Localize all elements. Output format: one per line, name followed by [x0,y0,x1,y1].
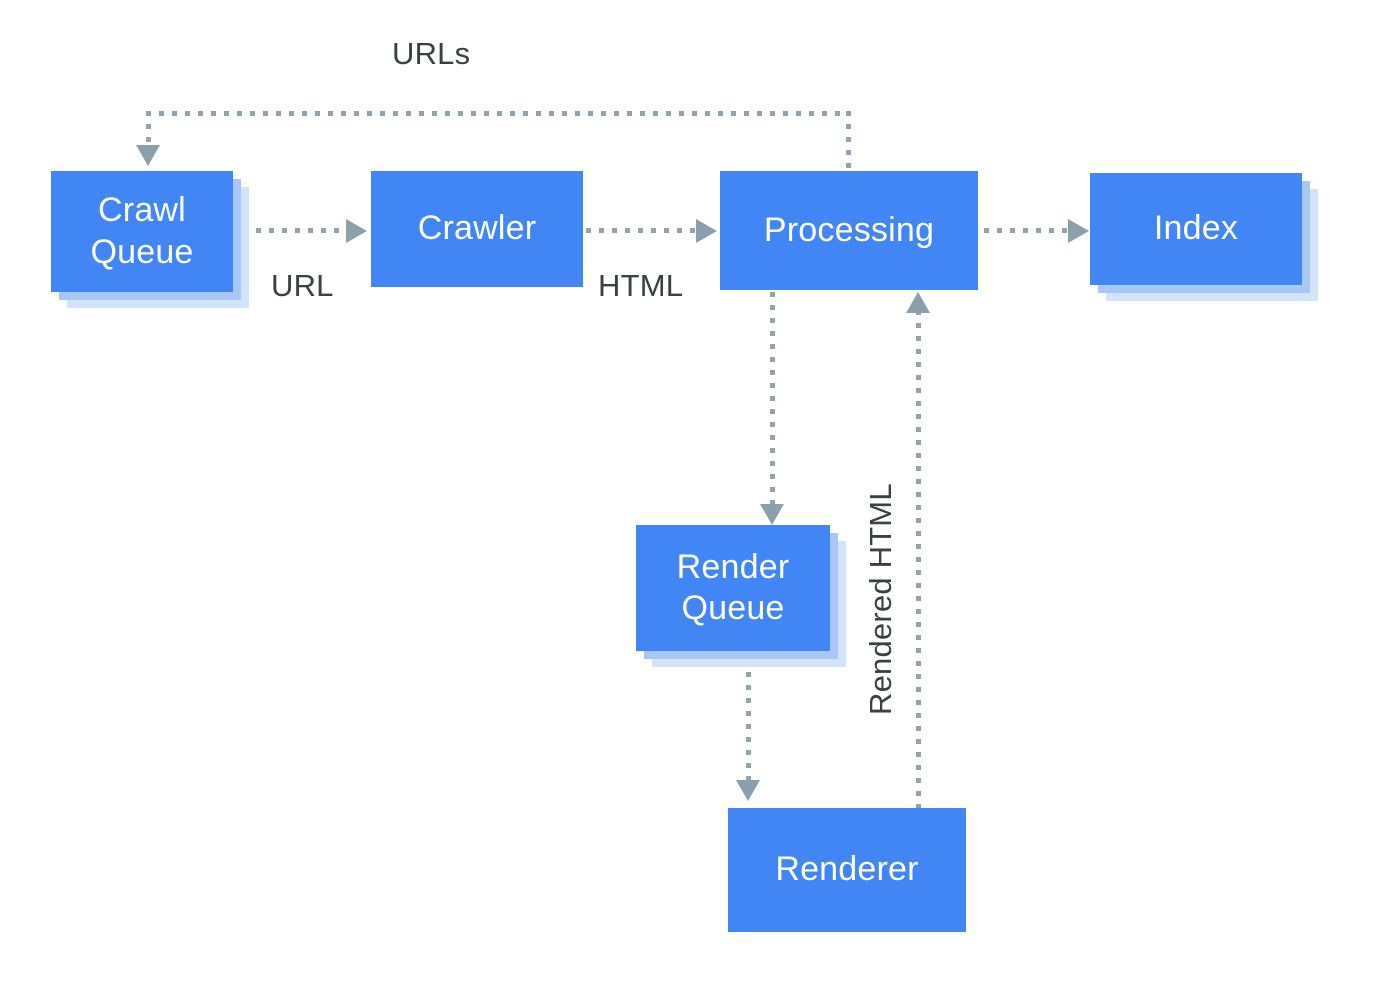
node-face [636,525,830,651]
node-index[interactable]: Index [1090,173,1318,301]
edge-crawler-to-processing-line [586,228,696,233]
node-face [728,808,966,932]
arrowhead-into-crawler [346,219,367,243]
edge-crawlqueue-to-crawler-line [256,228,346,233]
node-crawler[interactable]: Crawler [371,171,583,287]
node-label-crawl-queue: Crawl Queue [90,191,194,271]
edge-label-html: HTML [598,268,684,303]
edge-processing-to-crawlqueue-span [146,111,850,116]
edge-label-urls: URLs [392,36,471,71]
node-crawl-queue[interactable]: Crawl Queue [51,171,249,308]
node-label-processing: Processing [763,210,935,249]
arrowhead-into-renderer [736,780,760,801]
node-label-crawler: Crawler [417,209,537,248]
edge-renderer-to-processing-line [916,310,921,810]
node-render-queue[interactable]: Render Queue [636,525,846,667]
node-label-index: Index [1153,209,1239,248]
edge-processing-to-crawlqueue-drop [146,111,151,145]
arrowhead-into-processing [696,219,717,243]
arrowhead-into-index [1068,219,1089,243]
node-face [720,171,978,290]
edge-label-rendered-html: Rendered HTML [863,483,898,715]
edge-processing-to-crawlqueue-riser [846,111,851,171]
node-renderer[interactable]: Renderer [728,808,966,932]
edge-renderqueue-to-renderer-line [746,672,751,780]
arrowhead-into-processing-bottom [906,292,930,313]
edge-processing-to-renderqueue-line [770,292,775,504]
arrowhead-into-render-queue [760,504,784,525]
arrowhead-into-crawl-queue [136,145,160,166]
edge-label-url: URL [271,268,334,303]
node-face [371,171,583,287]
node-face [1090,173,1302,285]
node-label-render-queue: Render Queue [676,547,790,627]
node-processing[interactable]: Processing [720,171,978,290]
node-face [51,171,233,292]
node-label-renderer: Renderer [775,850,919,889]
edge-processing-to-index-line [984,228,1068,233]
